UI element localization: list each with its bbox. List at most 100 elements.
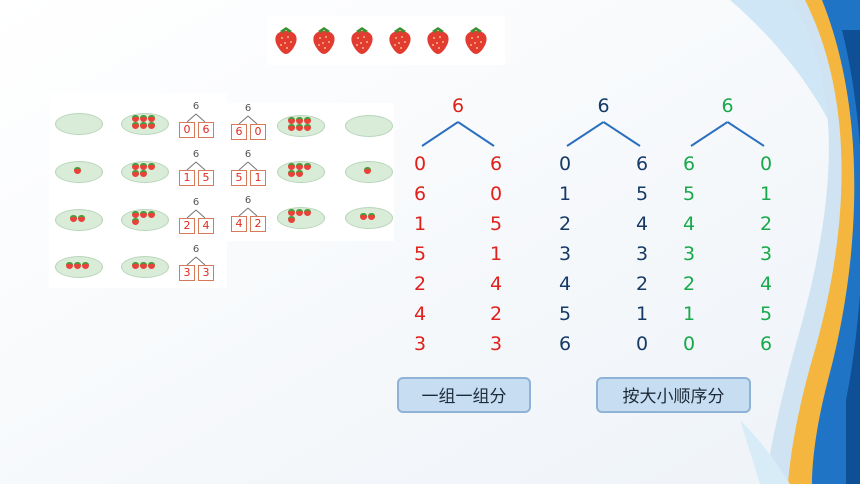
decomposition-part-left: 5 — [682, 183, 696, 205]
tree-total: 6 — [244, 195, 252, 206]
tree-total: 6 — [244, 103, 252, 114]
strawberry-icon — [351, 27, 373, 54]
decomposition-part-left: 3 — [682, 243, 696, 265]
decomposition-part-left: 6 — [682, 153, 696, 175]
strawberry-icon — [78, 215, 85, 222]
decomposition-part-right: 5 — [759, 303, 773, 325]
tree-total: 6 — [192, 149, 200, 160]
strawberry-icon — [304, 124, 311, 131]
strawberry-icon — [296, 124, 303, 131]
strawberry-icon — [296, 170, 303, 177]
plate — [345, 115, 393, 137]
decomposition-part-left: 2 — [413, 273, 427, 295]
strawberry-icon — [427, 27, 449, 54]
strawberry-icon — [465, 27, 487, 54]
strawberry-icon — [288, 170, 295, 177]
tree-branch — [186, 256, 206, 266]
decomposition-part-left: 1 — [682, 303, 696, 325]
strawberry-icon — [140, 170, 147, 177]
decomposition-part-right: 0 — [489, 183, 503, 205]
strawberry-icon — [296, 209, 303, 216]
strawberry-icon — [82, 262, 89, 269]
strawberry-icon — [140, 262, 147, 269]
strawberry-strip — [267, 16, 505, 65]
tree-part-left: 4 — [231, 216, 247, 232]
tree-part-left: 6 — [231, 124, 247, 140]
decomposition-part-right: 2 — [635, 273, 649, 295]
decomposition-part-right: 3 — [635, 243, 649, 265]
strawberry-icon — [132, 122, 139, 129]
strawberry-icon — [288, 124, 295, 131]
decomposition-part-right: 6 — [759, 333, 773, 355]
decomposition-part-right: 2 — [759, 213, 773, 235]
tree-total: 6 — [192, 197, 200, 208]
tree-branch — [238, 115, 258, 125]
tree-branch — [186, 209, 206, 219]
strawberry-icon — [132, 163, 139, 170]
strawberry-icon — [296, 163, 303, 170]
decomposition-part-left: 0 — [682, 333, 696, 355]
tree-part-left: 3 — [179, 265, 195, 281]
strawberry-icon — [132, 262, 139, 269]
decomposition-part-right: 5 — [635, 183, 649, 205]
strawberry-icon — [364, 167, 371, 174]
strawberry-icon — [275, 27, 297, 54]
tree-total: 6 — [192, 101, 200, 112]
decomposition-part-left: 4 — [558, 273, 572, 295]
strawberry-icon — [360, 213, 367, 220]
strawberry-icon — [288, 117, 295, 124]
decomposition-part-left: 3 — [413, 333, 427, 355]
group-by-group-button[interactable]: 一组一组分 — [397, 377, 531, 413]
strawberry-icon — [132, 211, 139, 218]
decomposition-part-right: 1 — [759, 183, 773, 205]
decomposition-part-left: 6 — [558, 333, 572, 355]
tree-part-left: 0 — [179, 122, 195, 138]
decomposition-part-right: 0 — [635, 333, 649, 355]
decomposition-part-right: 4 — [489, 273, 503, 295]
decomposition-part-right: 6 — [489, 153, 503, 175]
tree-part-right: 3 — [198, 265, 214, 281]
strawberry-icon — [148, 163, 155, 170]
strawberry-icon — [140, 163, 147, 170]
number-bond-branches — [421, 121, 765, 147]
decomposition-part-right: 3 — [489, 333, 503, 355]
tree-branch — [238, 207, 258, 217]
tree-branch — [186, 161, 206, 171]
strawberry-icon — [313, 27, 335, 54]
tree-total: 6 — [244, 149, 252, 160]
tree-part-right: 1 — [250, 170, 266, 186]
strawberry-icon — [140, 211, 147, 218]
tree-branch — [186, 113, 206, 123]
decomposition-part-right: 4 — [759, 273, 773, 295]
strawberry-icon — [132, 170, 139, 177]
decomposition-part-right: 1 — [635, 303, 649, 325]
strawberry-icon — [148, 122, 155, 129]
decomposition-part-left: 4 — [413, 303, 427, 325]
decomposition-part-left: 1 — [413, 213, 427, 235]
tree-part-right: 4 — [198, 218, 214, 234]
decomposition-part-right: 0 — [759, 153, 773, 175]
decomposition-part-left: 5 — [413, 243, 427, 265]
tree-part-left: 1 — [179, 170, 195, 186]
decomposition-part-left: 0 — [558, 153, 572, 175]
decomposition-part-left: 4 — [682, 213, 696, 235]
decomposition-part-right: 6 — [635, 153, 649, 175]
decomposition-part-right: 3 — [759, 243, 773, 265]
strawberry-icon — [148, 262, 155, 269]
strawberry-icon — [140, 122, 147, 129]
decomposition-branch — [690, 121, 765, 147]
strawberry-icon — [140, 115, 147, 122]
tree-total: 6 — [192, 244, 200, 255]
strawberry-icon — [70, 215, 77, 222]
tree-part-left: 2 — [179, 218, 195, 234]
order-by-size-button[interactable]: 按大小顺序分 — [596, 377, 751, 413]
decomposition-part-right: 2 — [489, 303, 503, 325]
tree-part-right: 5 — [198, 170, 214, 186]
decomposition-part-left: 6 — [413, 183, 427, 205]
strawberry-icon — [389, 27, 411, 54]
strawberry-icon — [288, 216, 295, 223]
strawberry-icon — [296, 117, 303, 124]
strawberry-icon — [148, 211, 155, 218]
